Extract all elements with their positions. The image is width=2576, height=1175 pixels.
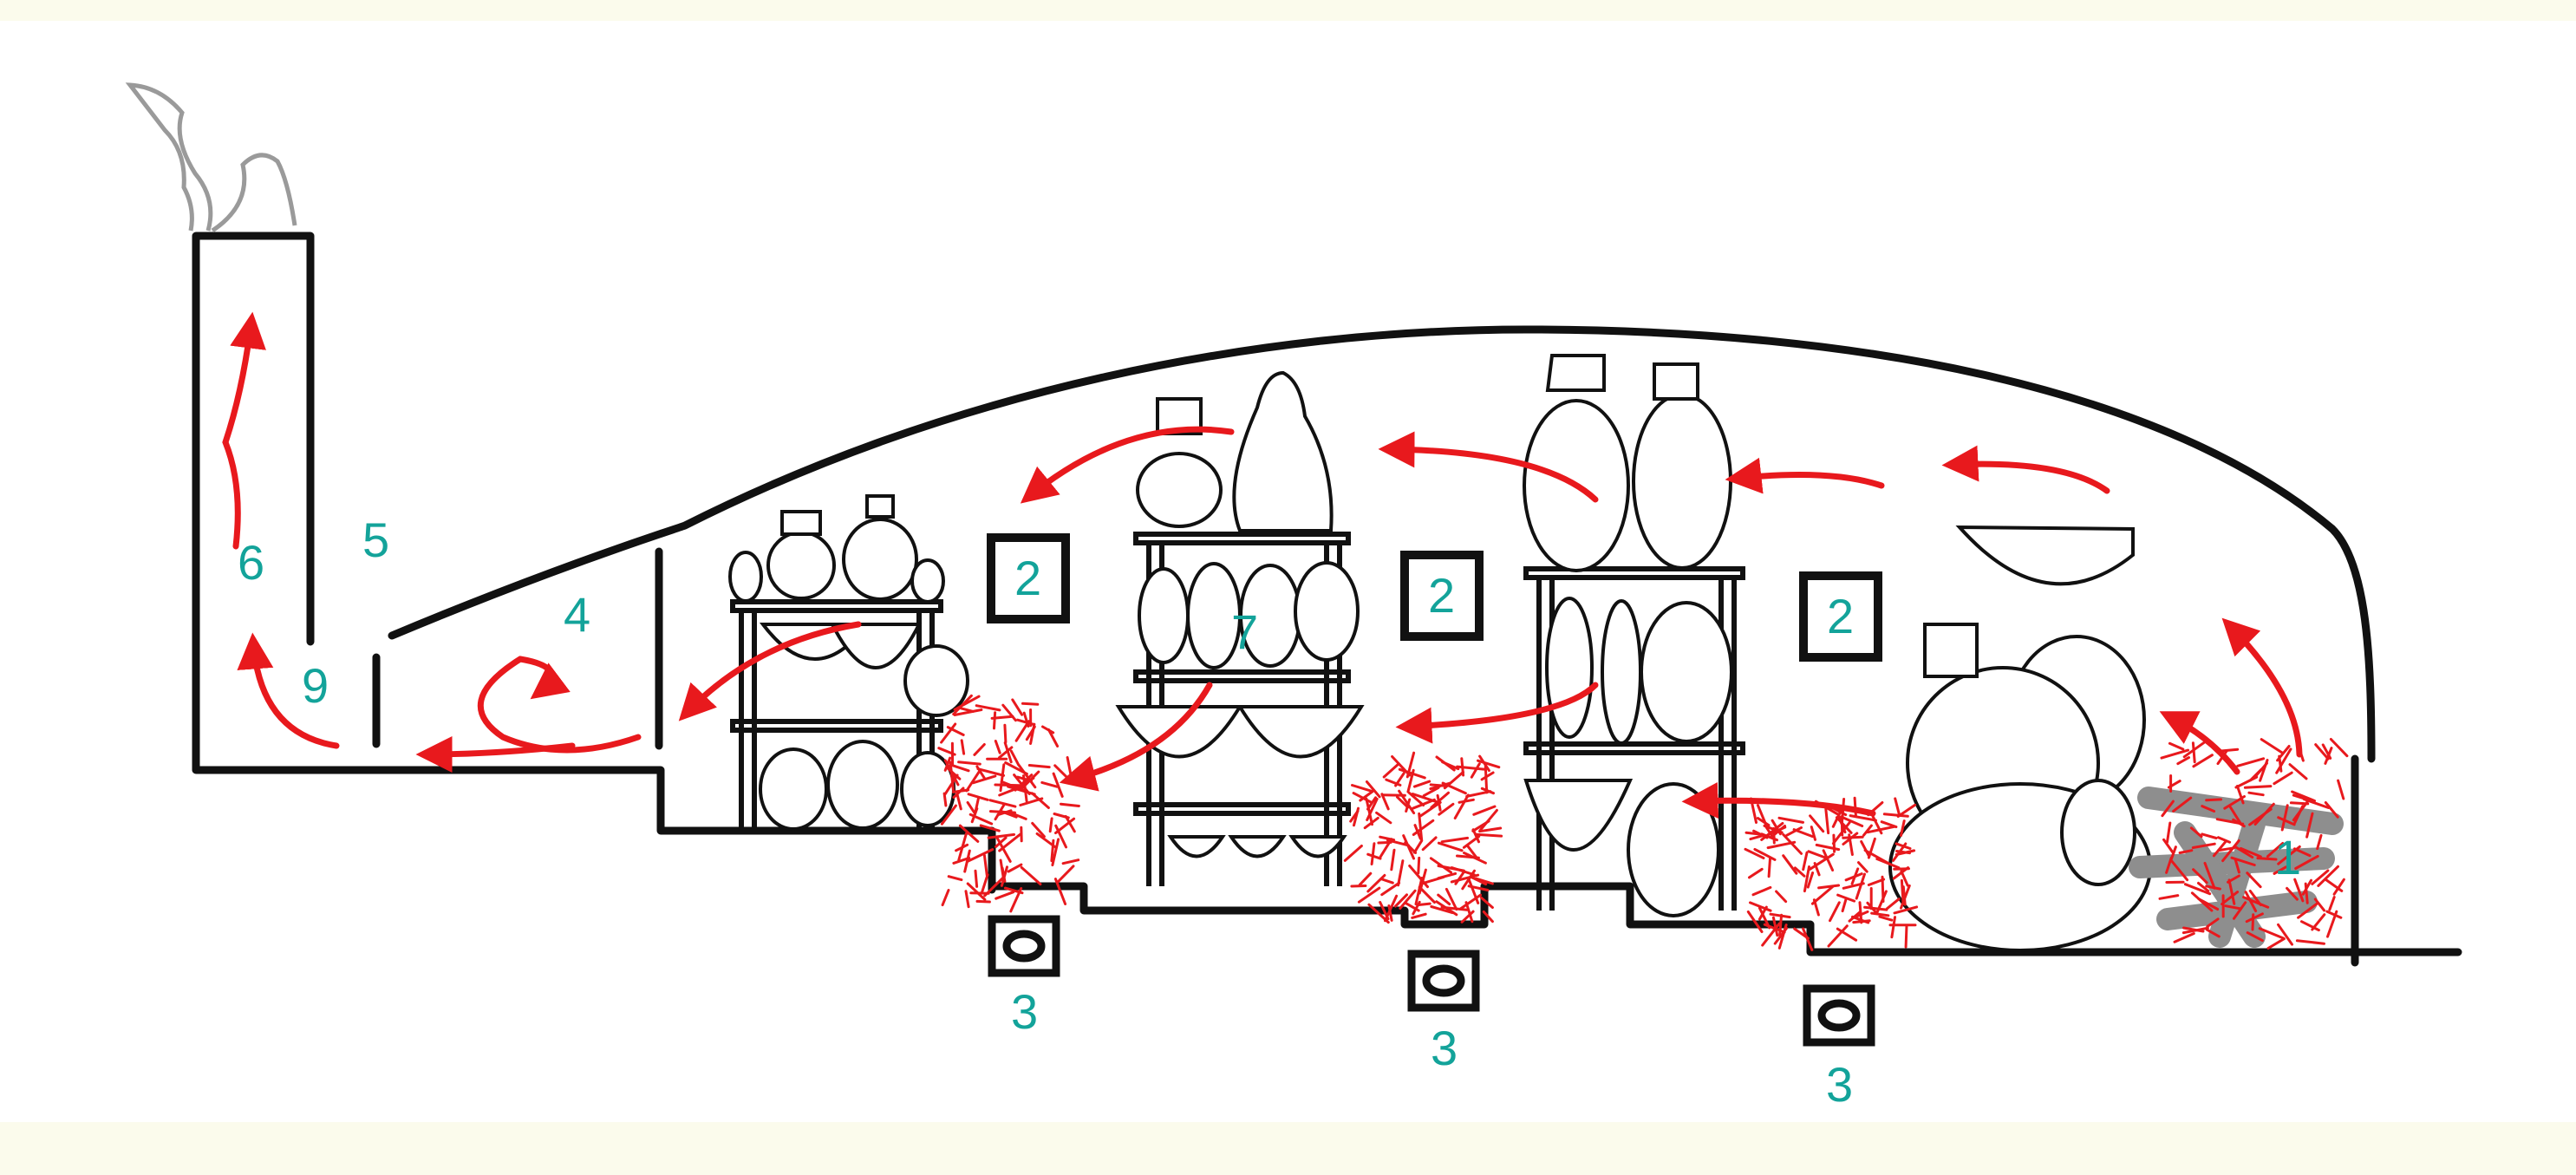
label-stoke-hole-1: 2: [1014, 551, 1041, 605]
heat-flow-arrows: [222, 311, 2303, 819]
arrow-mid-1: [1395, 682, 1599, 744]
arrow-roof-3: [1378, 431, 1599, 503]
embers: [937, 694, 2349, 951]
arrow-firebox-up-2: [2159, 711, 2240, 775]
arrow-chimney-up: [222, 311, 266, 550]
arrow-mid-4: [678, 621, 862, 721]
arrow-roof-1: [1941, 445, 2110, 494]
label-air-vent-3: 3: [1826, 1057, 1853, 1112]
arrow-roof-4: [1020, 426, 1235, 504]
label-damper: 5: [362, 512, 389, 567]
label-shelf: 7: [1231, 604, 1258, 659]
kiln-roof: [388, 325, 2376, 763]
air-vent-1: [988, 915, 1060, 977]
label-air-vent-2: 3: [1431, 1021, 1458, 1075]
arrow-mid-3: [1059, 682, 1213, 792]
label-stoke-hole-2: 2: [1428, 568, 1455, 623]
label-stoke-hole-3: 2: [1827, 589, 1854, 643]
arrow-loop: [477, 656, 642, 754]
stoke-hole-3: [1799, 571, 1882, 662]
arrow-roof-2: [1725, 457, 1885, 494]
kiln-structure: [192, 232, 2462, 967]
label-air-vent-1: 3: [1011, 984, 1038, 1039]
paper-background: [0, 21, 2576, 1122]
stoke-holes: [987, 533, 1882, 662]
label-flue-chamber: 4: [564, 587, 590, 642]
arrow-flue-left: [415, 735, 576, 773]
pottery: [728, 354, 2152, 952]
air-vent-2: [1407, 950, 1480, 1012]
chimney-walls: [192, 232, 2462, 956]
label-chimney: 6: [238, 535, 264, 590]
label-firebox: 1: [2274, 830, 2301, 885]
arrow-firebox-up: [2221, 617, 2303, 758]
arrow-mid-2: [1681, 782, 1876, 819]
chimney-smoke: [125, 82, 213, 232]
firewood: [2129, 787, 2344, 948]
air-vents: [988, 915, 1875, 1047]
arrow-chimney-base: [237, 632, 340, 749]
stoke-hole-1: [987, 533, 1070, 623]
label-chimney-base: 9: [302, 658, 329, 713]
stoke-hole-2: [1400, 551, 1484, 641]
air-vent-3: [1803, 984, 1875, 1047]
labels: 1 2 2 2 3 3 3 4 5 6 7 9: [238, 512, 2301, 1112]
